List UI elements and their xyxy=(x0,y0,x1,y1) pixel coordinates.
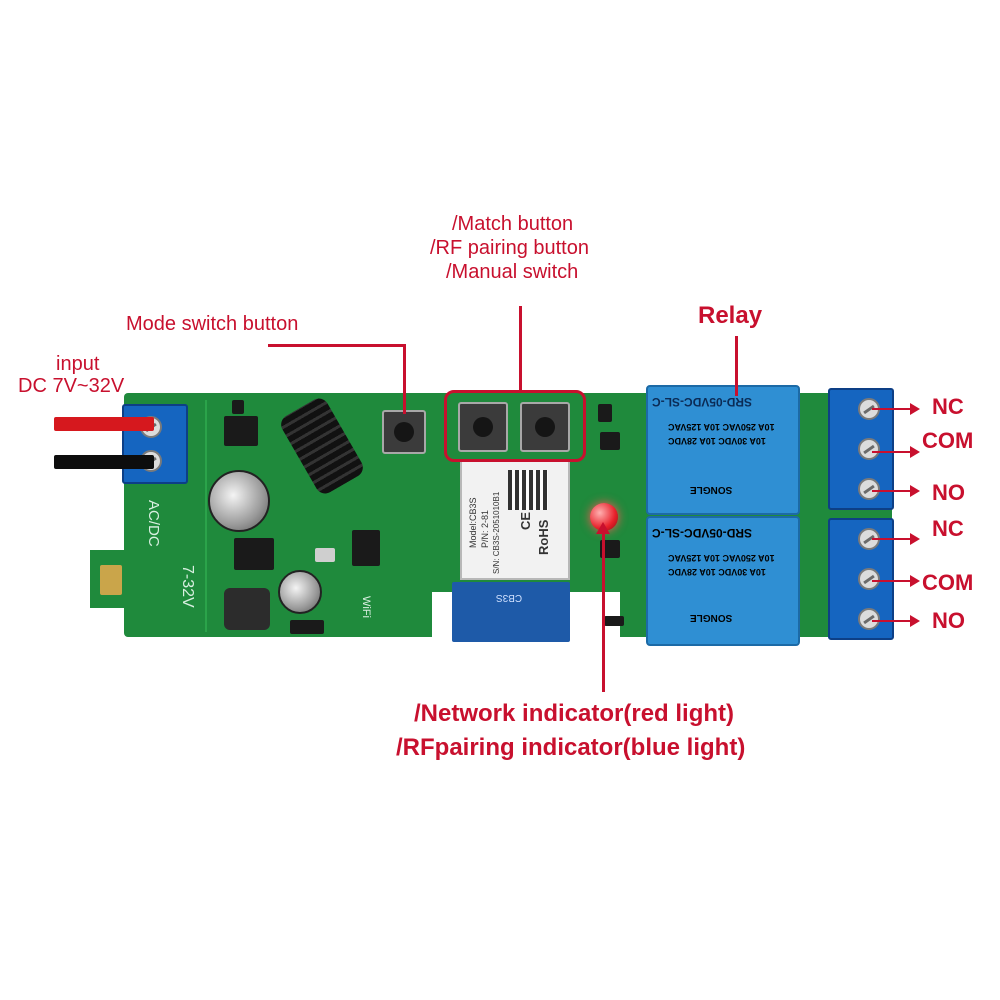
diode-2 xyxy=(604,616,624,626)
relay-2-screw-no xyxy=(858,608,880,630)
module-antenna xyxy=(452,582,570,642)
relay1-no-label: NO xyxy=(932,480,965,505)
wire-red xyxy=(54,417,154,431)
relay2-nc-arrow xyxy=(910,533,920,545)
ic-regulator xyxy=(234,538,274,570)
capacitor-small xyxy=(278,570,322,614)
match-button-2-cap xyxy=(535,417,555,437)
mode-switch-cap xyxy=(394,422,414,442)
rf-pairing-indicator-label: /RFpairing indicator(blue light) xyxy=(396,734,746,761)
manual-switch-label: /Manual switch xyxy=(446,261,579,283)
match-button-1-cap xyxy=(473,417,493,437)
qr-code xyxy=(508,470,548,510)
relay-label: Relay xyxy=(698,302,763,329)
relay2-no-arrow-line xyxy=(872,620,912,622)
relay-1 xyxy=(646,385,800,515)
indicator-leader-arrow xyxy=(596,522,610,534)
relay-1-brand: SONGLE xyxy=(690,484,733,495)
relay-1-model: SRD-05VDC-SL-C xyxy=(652,395,753,409)
module-model-text: Model:CB3S xyxy=(468,497,478,548)
mode-switch-leader-h xyxy=(268,344,406,347)
inductor xyxy=(224,588,270,630)
relay2-com-arrow xyxy=(910,575,920,587)
relay-1-screw-no xyxy=(858,478,880,500)
module-rohs-text: RoHS xyxy=(536,519,551,555)
indicator-leader-v xyxy=(602,530,605,692)
match-button-1[interactable] xyxy=(458,402,508,452)
wire-black xyxy=(54,455,154,469)
relay2-no-arrow xyxy=(910,615,920,627)
pcb-divider xyxy=(205,400,207,632)
relay2-no-label: NO xyxy=(932,608,965,633)
capacitor-large xyxy=(208,470,270,532)
transistor-4 xyxy=(600,540,620,558)
transistor-2 xyxy=(598,404,612,422)
silk-voltage: 7-32V xyxy=(179,565,196,608)
match-button-2[interactable] xyxy=(520,402,570,452)
relay-leader-v xyxy=(735,336,738,396)
match-button-label: /Match button xyxy=(452,213,574,235)
relay1-com-label: COM xyxy=(922,428,974,453)
input-voltage-label: DC 7V~32V xyxy=(18,375,125,397)
relay-2 xyxy=(646,516,800,646)
relay1-com-arrow-line xyxy=(872,451,912,453)
crystal xyxy=(315,548,335,562)
relay1-no-arrow xyxy=(910,485,920,497)
relay2-com-arrow-line xyxy=(872,580,912,582)
relay2-com-label: COM xyxy=(922,570,974,595)
ic-small xyxy=(352,530,380,566)
match-leader-v xyxy=(519,306,522,390)
relay-2-brand: SONGLE xyxy=(690,612,733,623)
mode-switch-label: Mode switch button xyxy=(126,313,299,335)
silk-wifi: WiFi xyxy=(360,596,372,618)
input-label: input xyxy=(56,353,100,375)
edge-connector xyxy=(100,565,122,595)
relay-2-rating1: 10A 250VAC 10A 125VAC xyxy=(668,553,775,563)
module-antenna-text: CB3S xyxy=(496,592,523,603)
relay2-nc-arrow-line xyxy=(872,538,912,540)
module-pn-text: P/N: 2-81 xyxy=(480,509,490,548)
relay-1-rating2: 10A 30VDC 10A 28VDC xyxy=(668,436,766,446)
mode-switch-button[interactable] xyxy=(382,410,426,454)
module-sn-text: S/N: CB3S-2051010B1 xyxy=(492,491,501,574)
match-buttons-highlight xyxy=(444,390,586,462)
relay1-no-arrow-line xyxy=(872,490,912,492)
relay-2-model: SRD-05VDC-SL-C xyxy=(652,526,753,540)
bridge-rectifier xyxy=(224,416,258,446)
transistor-3 xyxy=(600,432,620,450)
relay-2-rating2: 10A 30VDC 10A 28VDC xyxy=(668,567,766,577)
diode xyxy=(290,620,324,634)
relay-1-rating1: 10A 250VAC 10A 125VAC xyxy=(668,422,775,432)
relay1-nc-label: NC xyxy=(932,394,964,419)
relay1-nc-arrow xyxy=(910,403,920,415)
silk-acdc: AC/DC xyxy=(145,500,162,547)
module-ce-text: CE xyxy=(518,511,533,530)
relay-2-screw-com xyxy=(858,568,880,590)
relay1-com-arrow xyxy=(910,446,920,458)
relay2-nc-label: NC xyxy=(932,516,964,541)
relay1-nc-arrow-line xyxy=(872,408,912,410)
network-indicator-label: /Network indicator(red light) xyxy=(414,700,735,727)
mode-switch-leader-v xyxy=(403,344,406,414)
relay-1-screw-com xyxy=(858,438,880,460)
transistor-1 xyxy=(232,400,244,414)
rf-pairing-button-label: /RF pairing button xyxy=(430,237,589,259)
